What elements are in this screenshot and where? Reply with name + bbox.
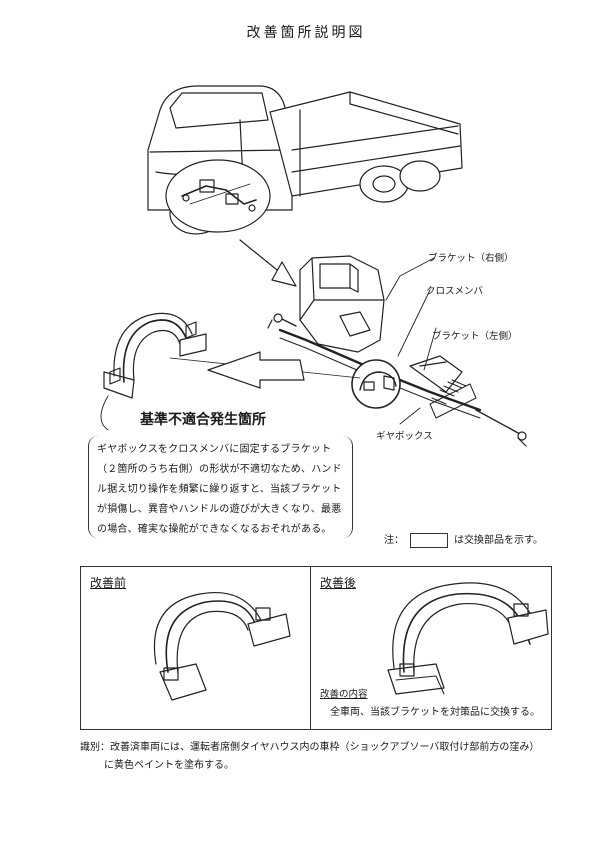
legend-swatch bbox=[410, 532, 448, 548]
page-title: 改善箇所説明図 bbox=[246, 25, 366, 41]
after-label: 改善後 bbox=[320, 576, 357, 590]
comparison-divider bbox=[310, 566, 311, 730]
improvement-text: 全車両、当該ブラケットを対策品に交換する。 bbox=[330, 707, 540, 718]
defect-line: ギヤボックスをクロスメンバに固定するブラケット bbox=[97, 444, 332, 455]
legend-suffix: は交換部品を示す。 bbox=[454, 535, 543, 546]
before-bracket-drawing bbox=[153, 592, 291, 701]
defect-line: （２箇所のうち右側）の形状が不適切なため、ハンド bbox=[97, 464, 342, 475]
identification-line-2: に黄色ペイントを塗布する。 bbox=[104, 760, 234, 771]
after-bracket-drawing bbox=[387, 582, 549, 695]
callout-gearbox: ギヤボックス bbox=[376, 431, 433, 442]
steering-assembly-illustration bbox=[169, 255, 527, 447]
legend-prefix: 注： bbox=[384, 535, 404, 546]
defect-line: の場合、確実な操舵ができなくなるおそれがある。 bbox=[97, 524, 332, 535]
legend-note: 注： は交換部品を示す。 bbox=[384, 531, 543, 548]
zoom-arrow bbox=[239, 239, 297, 287]
defect-heading: 基準不適合発生箇所 bbox=[140, 412, 266, 428]
callout-bracket-right: ブラケット（右側） bbox=[428, 253, 514, 264]
before-label: 改善前 bbox=[90, 576, 127, 590]
defect-line: ル据え切り操作を頻繁に繰り返すと、当該ブラケット bbox=[97, 484, 342, 495]
truck-illustration bbox=[147, 85, 463, 235]
defective-bracket-drawing bbox=[100, 312, 207, 431]
callout-cross-member: クロスメンバ bbox=[426, 286, 484, 297]
defect-line: が損傷し、異音やハンドルの遊びが大きくなり、最悪 bbox=[97, 504, 342, 515]
improvement-title: 改善の内容 bbox=[320, 689, 368, 700]
callout-bracket-left: ブラケット（左側） bbox=[432, 331, 518, 342]
comparison-frame bbox=[80, 566, 552, 730]
defect-description: ギヤボックスをクロスメンバに固定するブラケット （２箇所のうち右側）の形状が不適… bbox=[88, 436, 353, 538]
detail-arrow bbox=[207, 351, 305, 389]
identification-line-1: 識別：改善済車両には、運転者席側タイヤハウス内の車枠（ショックアブソーバ取付け部… bbox=[80, 742, 540, 753]
